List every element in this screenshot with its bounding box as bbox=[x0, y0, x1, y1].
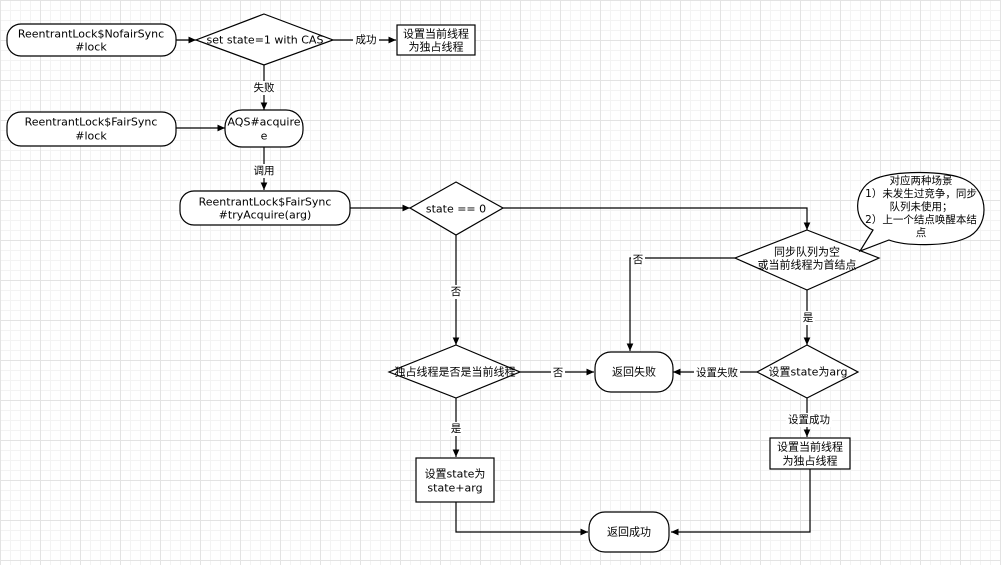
edge-labels: 成功 失败 调用 否 否 否 是 是 设置失败 设置成功 bbox=[251, 33, 832, 436]
callout-line-4: 2）上一个结点唤醒本结 bbox=[865, 213, 977, 226]
node-aqs-acquire-line-1: AQS#acquire bbox=[227, 116, 300, 129]
node-nofair-lock[interactable] bbox=[6, 23, 177, 57]
node-set-owner-bottom[interactable] bbox=[769, 437, 851, 470]
node-set-state-plus[interactable] bbox=[415, 457, 495, 503]
node-fair-lock[interactable] bbox=[6, 111, 177, 147]
node-return-success-line-1: 返回成功 bbox=[607, 526, 651, 539]
node-set-owner-bottom-line-1: 设置当前线程 bbox=[777, 440, 843, 454]
node-exclusive-check-line-1: 独占线程是否是当前线程 bbox=[395, 365, 516, 379]
node-set-state-arg-line-1: 设置state为arg bbox=[769, 366, 848, 379]
node-set-state-arg-diamond[interactable] bbox=[755, 344, 860, 399]
node-set-state-plus-line-1: 设置state为 bbox=[425, 468, 486, 481]
node-return-fail[interactable] bbox=[594, 351, 674, 393]
node-set-state-plus-line-2: state+arg bbox=[427, 482, 482, 495]
callout-line-2: 1）未发生过竞争，同步 bbox=[865, 187, 977, 200]
node-set-owner-top-line-1: 设置当前线程 bbox=[403, 27, 469, 41]
callout-line-5: 点 bbox=[916, 227, 927, 239]
edge-label-no-state: 否 bbox=[451, 286, 462, 298]
callout-line-1: 对应两种场景 bbox=[890, 174, 953, 187]
node-set-owner-bottom-line-2: 为独占线程 bbox=[783, 454, 838, 468]
edge-label-success: 成功 bbox=[356, 34, 377, 46]
node-fair-lock-line-1: ReentrantLock$FairSync bbox=[25, 116, 158, 129]
callout-line-3: 队列未使用； bbox=[890, 200, 953, 213]
edge-state-zero-to-queue-check bbox=[503, 207, 811, 230]
node-state-zero-diamond[interactable] bbox=[408, 181, 505, 236]
edge-label-yes-queue: 是 bbox=[803, 312, 814, 324]
nodes: ReentrantLock$NofairSync #lock set state… bbox=[6, 13, 881, 553]
node-fair-try-acquire[interactable] bbox=[179, 190, 351, 226]
node-aqs-acquire[interactable] bbox=[224, 109, 304, 148]
node-set-owner-top[interactable] bbox=[396, 24, 476, 56]
node-queue-check-diamond[interactable] bbox=[733, 229, 881, 291]
node-state-zero-line-1: state == 0 bbox=[426, 203, 486, 216]
node-aqs-acquire-line-2: e bbox=[261, 130, 268, 143]
node-set-owner-top-line-2: 为独占线程 bbox=[409, 40, 464, 54]
node-nofair-lock-line-2: #lock bbox=[75, 41, 107, 54]
callout-bubble bbox=[857, 171, 985, 253]
node-cas-diamond-line-1: set state=1 with CAS bbox=[207, 34, 324, 47]
edge-label-call: 调用 bbox=[254, 165, 275, 177]
edge-label-set-success: 设置成功 bbox=[788, 414, 830, 426]
edge-queue-check-to-fail bbox=[626, 257, 735, 351]
node-cas-diamond[interactable] bbox=[194, 13, 335, 66]
node-return-fail-line-1: 返回失败 bbox=[612, 365, 656, 379]
node-return-success[interactable] bbox=[588, 511, 670, 553]
node-nofair-lock-line-1: ReentrantLock$NofairSync bbox=[18, 28, 164, 41]
edge-label-no-queue: 否 bbox=[633, 254, 644, 266]
node-exclusive-check-diamond[interactable] bbox=[387, 344, 522, 399]
edge-set-owner-to-success bbox=[671, 469, 811, 536]
node-fair-try-acquire-line-2: #tryAcquire(arg) bbox=[219, 209, 312, 222]
node-fair-lock-line-2: #lock bbox=[75, 130, 107, 143]
callout: 对应两种场景 1）未发生过竞争，同步 队列未使用； 2）上一个结点唤醒本结 点 bbox=[857, 171, 985, 253]
edge-label-yes-exclusive: 是 bbox=[451, 423, 462, 435]
node-queue-check-line-1: 同步队列为空 bbox=[774, 245, 840, 259]
node-queue-check-line-2: 或当前线程为首结点 bbox=[758, 258, 857, 272]
edge-label-fail: 失败 bbox=[254, 81, 275, 94]
edge-set-state-plus-to-success bbox=[455, 502, 588, 536]
node-fair-try-acquire-line-1: ReentrantLock$FairSync bbox=[199, 196, 332, 209]
edge-label-no-exclusive: 否 bbox=[553, 367, 564, 379]
edge-label-set-fail: 设置失败 bbox=[696, 366, 738, 379]
